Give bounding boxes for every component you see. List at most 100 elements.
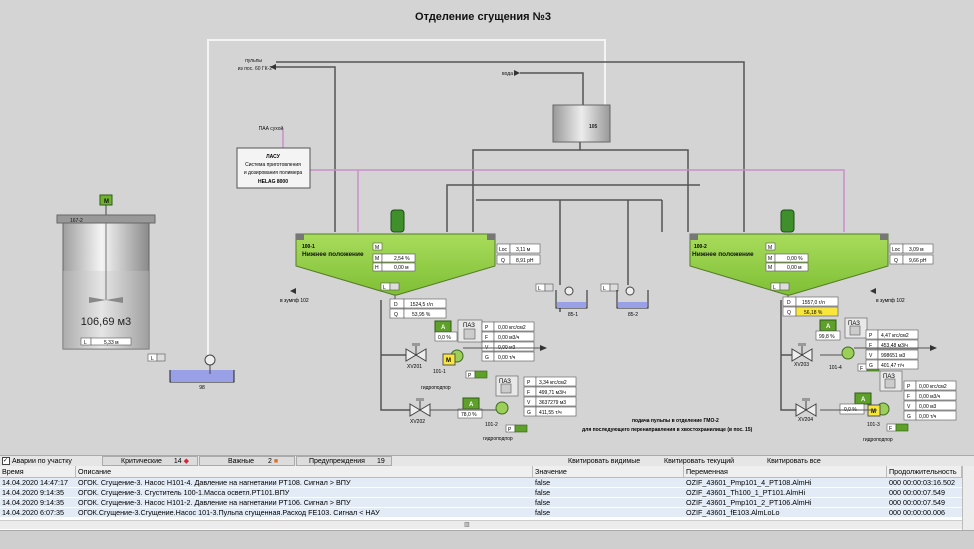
svg-text:Q: Q: [501, 258, 505, 264]
page-title: Отделение сгущения №3: [415, 11, 551, 23]
svg-text:0,00 кгс/см2: 0,00 кгс/см2: [498, 325, 526, 331]
ack-all-button[interactable]: Квитировать все: [767, 458, 821, 465]
arrow-icon: [540, 345, 547, 351]
svg-text:101-3: 101-3: [867, 422, 880, 428]
tank-volume: 106,69 м3: [81, 316, 131, 328]
thickener-100-1[interactable]: 100-1 Нижнее положение M M 2,54 % H 0,00…: [295, 209, 541, 300]
ack-visible-button[interactable]: Квитировать видимые: [568, 458, 641, 465]
warnings-filter[interactable]: Предупреждения 19 ▼: [296, 456, 392, 475]
checkbox-icon[interactable]: ✓: [2, 457, 10, 466]
arrow-icon: [870, 288, 876, 294]
svg-text:D: D: [394, 302, 398, 308]
svg-text:0,00 т/ч: 0,00 т/ч: [498, 355, 516, 361]
lasu-box[interactable]: ЛАСУ Система приготовления и дозирования…: [236, 147, 311, 189]
svg-text:0,00 м: 0,00 м: [394, 265, 409, 271]
col-description[interactable]: Описание: [76, 466, 533, 477]
col-time[interactable]: Время: [0, 466, 76, 477]
paa-label: ПАА сухой: [259, 125, 284, 132]
svg-text:3,34 кгс/см2: 3,34 кгс/см2: [539, 380, 567, 386]
arrow-icon: [290, 288, 296, 294]
svg-text:ПАЗ: ПАЗ: [499, 379, 511, 385]
svg-text:Loc: Loc: [892, 247, 901, 253]
pump-101-1[interactable]: A 0,0 % ПАЗ M 101-1 P P 0,00 кгс/см2 F 0…: [433, 319, 535, 379]
svg-text:ПАЗ: ПАЗ: [463, 323, 475, 329]
svg-text:3637279 м3: 3637279 м3: [539, 400, 566, 406]
svg-text:подача пульпы в отделение ГМО-: подача пульпы в отделение ГМО-2: [632, 418, 719, 424]
svg-text:F: F: [869, 343, 872, 349]
critical-filter[interactable]: Критические 14 ◆: [102, 456, 198, 466]
svg-text:A: A: [469, 402, 474, 408]
sump-85-2: L 85-2: [600, 283, 649, 318]
svg-text:V: V: [907, 404, 911, 410]
svg-text:ПАЗ: ПАЗ: [883, 374, 895, 380]
svg-text:A: A: [826, 324, 831, 330]
svg-text:0,00 м: 0,00 м: [787, 265, 802, 271]
tank-105: 105: [552, 104, 611, 143]
ack-current-button[interactable]: Квитировать текущий: [664, 458, 735, 465]
svg-text:78,0 %: 78,0 %: [461, 412, 477, 418]
arrow-icon: [514, 70, 520, 76]
svg-text:0,00 м3/ч: 0,00 м3/ч: [919, 394, 941, 400]
critical-icon: ◆: [183, 458, 189, 465]
svg-text:G: G: [869, 363, 873, 369]
svg-text:ЛАСУ: ЛАСУ: [266, 154, 281, 160]
svg-text:в зумпф 102: в зумпф 102: [876, 298, 905, 304]
alarm-toolbar: ✓ Аварии по участку Критические 14 ◆ Важ…: [0, 455, 974, 475]
svg-text:Нижнее положение: Нижнее положение: [692, 251, 754, 258]
table-row[interactable]: 14.04.2020 6:07:35 ОГОК.Сгущение-3.Сгуще…: [0, 508, 962, 517]
svg-text:M: M: [768, 265, 772, 271]
valve-xv202[interactable]: XV202: [409, 398, 431, 425]
table-row[interactable]: 14.04.2020 9:14:35 ОГОК. Сгущение-3. Нас…: [0, 498, 962, 507]
area-alarms-checkbox[interactable]: ✓ Аварии по участку: [2, 457, 72, 466]
label-pulpy: пульпы: [245, 58, 262, 64]
svg-text:L: L: [538, 286, 541, 292]
white-pipes: [207, 39, 606, 357]
svg-text:L: L: [151, 356, 154, 362]
svg-text:M: M: [871, 409, 876, 415]
density-right: D 1557,0 г/л Q 56,18 %: [782, 296, 839, 317]
tank-105-label: 105: [589, 124, 598, 130]
svg-text:0,00 м3/ч: 0,00 м3/ч: [498, 335, 520, 341]
svg-text:и дозирования полимера: и дозирования полимера: [244, 170, 303, 176]
valve-xv201[interactable]: XV201: [405, 343, 427, 370]
svg-text:HELAG 8000: HELAG 8000: [258, 179, 288, 185]
svg-text:F: F: [907, 394, 910, 400]
valve-xv203[interactable]: XV203: [791, 343, 813, 368]
svg-text:A: A: [441, 325, 446, 331]
valve-xv204[interactable]: XV204: [795, 398, 817, 423]
sump-85-1: L 85-1: [535, 283, 588, 318]
svg-text:для последующего перенаправлен: для последующего перенаправления в хвост…: [582, 427, 753, 433]
important-filter[interactable]: Важные 2 ■: [199, 456, 295, 466]
table-row[interactable]: 14.04.2020 14:47:17 ОГОК. Сгущение-3. На…: [0, 478, 962, 487]
svg-text:XV201: XV201: [407, 364, 422, 370]
pump-101-3[interactable]: A 0,0 % ПАЗ M 101-3 F P 0,00 кгс/см2 F 0…: [839, 370, 957, 432]
svg-text:998651 м3: 998651 м3: [881, 353, 906, 359]
col-variable[interactable]: Переменная: [684, 466, 887, 477]
horizontal-scrollbar[interactable]: ▥: [0, 520, 962, 529]
svg-text:H: H: [375, 265, 379, 271]
table-row[interactable]: 14.04.2020 9:14:35 ОГОК. Сгущение-3. Сгу…: [0, 488, 962, 497]
mimic-panel: Отделение сгущения №3 пульпы из пос. 60 …: [56, 11, 957, 443]
svg-text:P: P: [468, 373, 472, 379]
svg-text:401,47 т/ч: 401,47 т/ч: [881, 363, 904, 369]
col-value[interactable]: Значение: [533, 466, 684, 477]
vertical-scrollbar[interactable]: [962, 466, 974, 530]
svg-text:A: A: [861, 397, 866, 403]
scroll-thumb-icon[interactable]: ▥: [464, 522, 470, 528]
svg-text:G: G: [527, 410, 531, 416]
thickener-100-2[interactable]: 100-2 Нижнее положение M M 0,00 % M 0,00…: [689, 209, 934, 300]
svg-text:101-2: 101-2: [485, 422, 498, 428]
pump-101-2[interactable]: A 78,0 % ПАЗ 101-2 P P 3,34 кгс/см2 F 49…: [457, 375, 577, 433]
svg-text:M: M: [446, 358, 451, 364]
col-duration[interactable]: Продолжительность: [887, 466, 962, 477]
svg-text:D: D: [787, 300, 791, 306]
svg-text:XV202: XV202: [410, 419, 425, 425]
svg-text:9,66 pH: 9,66 pH: [909, 258, 927, 264]
svg-text:0,00 %: 0,00 %: [787, 256, 803, 262]
table-header: Время Описание Значение Переменная Продо…: [0, 466, 962, 478]
alarm-table: Время Описание Значение Переменная Продо…: [0, 466, 974, 530]
svg-text:M: M: [375, 256, 379, 262]
svg-text:Q: Q: [894, 258, 898, 264]
polymer-pipes: [282, 128, 845, 232]
pump-101-4[interactable]: A 99,8 % ПАЗ 101-4 F P 4,47 кгс/см2 F 45…: [815, 317, 919, 372]
